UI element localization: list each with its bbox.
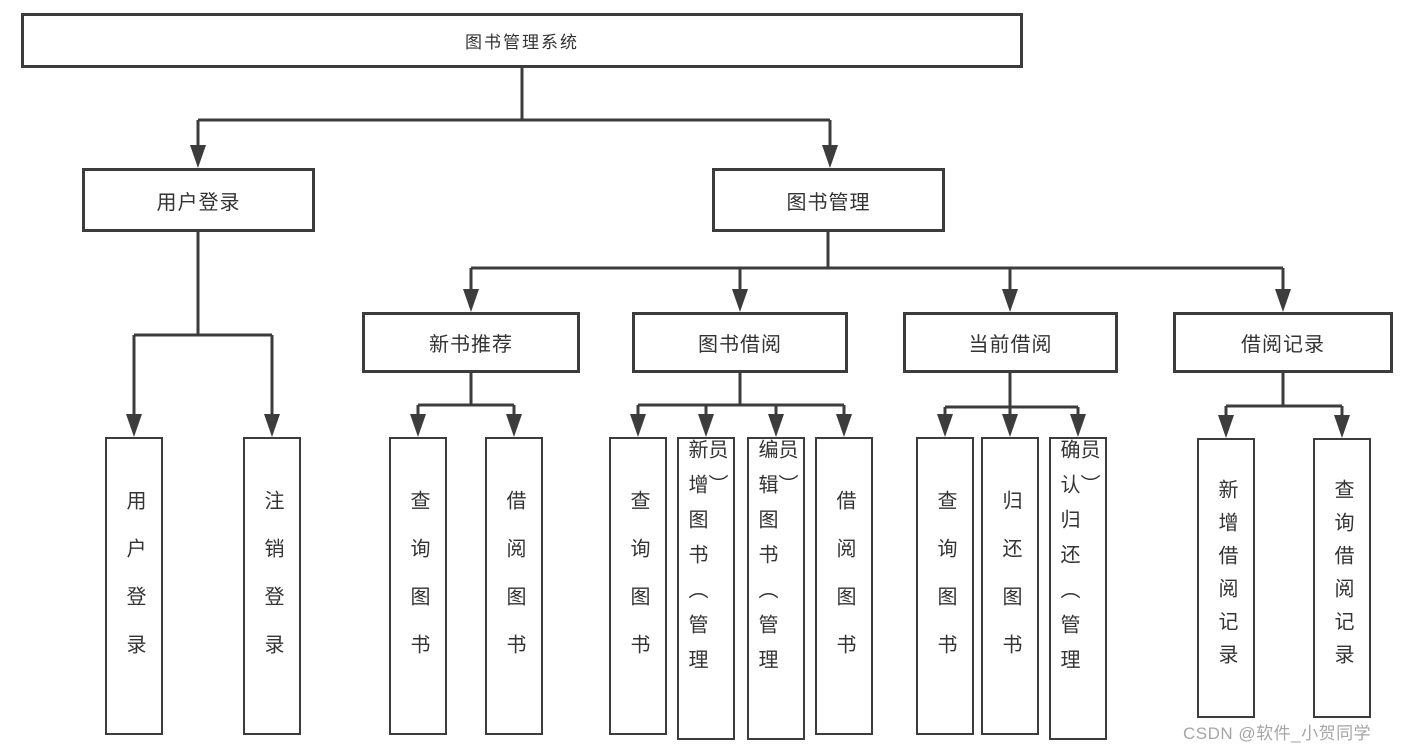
node-user-login-label: 用户登录	[156, 191, 241, 214]
leaf-borrow-books-1: 借阅图书	[485, 437, 543, 735]
leaf-return-books-label: 归还图书	[999, 490, 1021, 682]
node-user-login: 用户登录	[82, 168, 315, 232]
leaf-edit-books-admin: 编辑图书（管理员）	[747, 437, 805, 740]
node-current-borrowing: 当前借阅	[903, 312, 1118, 373]
leaf-query-borrow-record-label: 查询借阅记录	[1331, 479, 1353, 677]
connector-root-to-level1	[196, 68, 832, 164]
leaf-return-books: 归还图书	[981, 437, 1039, 735]
leaf-logout: 注销登录	[243, 437, 301, 735]
leaf-add-borrow-record-label: 新增借阅记录	[1215, 479, 1237, 677]
leaf-logout-label: 注销登录	[261, 490, 283, 682]
leaf-query-books-2-label: 查询图书	[627, 490, 649, 682]
node-book-borrowing-label: 图书借阅	[698, 334, 782, 356]
leaf-borrow-books-2-label: 借阅图书	[833, 490, 855, 682]
leaf-borrow-books-2: 借阅图书	[815, 437, 873, 735]
leaf-confirm-return-admin: 确认归还（管理员）	[1049, 437, 1107, 740]
leaf-query-books-1: 查询图书	[389, 437, 447, 735]
leaf-add-books-admin: 新增图书（管理员）	[677, 437, 735, 740]
leaf-borrow-books-1-label: 借阅图书	[503, 490, 525, 682]
node-current-borrowing-label: 当前借阅	[968, 334, 1053, 356]
connector-book-mgmt-to-level2	[469, 232, 1285, 308]
leaf-query-books-1-label: 查询图书	[407, 490, 429, 682]
node-root-system: 图书管理系统	[21, 13, 1023, 68]
leaf-user-login-label: 用户登录	[123, 490, 145, 682]
csdn-watermark: CSDN @软件_小贺同学	[1183, 724, 1372, 743]
leaf-confirm-return-admin-label: 确认归还（管理员）	[1057, 439, 1099, 684]
connector-new-book-group	[416, 373, 516, 433]
leaf-add-books-admin-label: 新增图书（管理员）	[685, 439, 727, 684]
connector-user-login-group	[132, 232, 274, 433]
node-borrowing-records: 借阅记录	[1173, 312, 1393, 373]
leaf-edit-books-admin-label: 编辑图书（管理员）	[755, 439, 797, 684]
node-new-book-recommend-label: 新书推荐	[429, 334, 513, 356]
leaf-query-books-3: 查询图书	[916, 437, 974, 735]
node-book-management-label: 图书管理	[786, 191, 871, 214]
leaf-query-borrow-record: 查询借阅记录	[1313, 438, 1371, 718]
connector-borrow-record-group	[1224, 373, 1344, 434]
connector-book-borrow-group	[636, 373, 846, 433]
leaf-user-login: 用户登录	[105, 437, 163, 735]
node-borrowing-records-label: 借阅记录	[1241, 334, 1325, 356]
node-book-management: 图书管理	[712, 168, 945, 232]
node-book-borrowing: 图书借阅	[632, 312, 848, 373]
node-new-book-recommend: 新书推荐	[362, 312, 580, 373]
leaf-add-borrow-record: 新增借阅记录	[1197, 438, 1255, 718]
connector-current-borrow-group	[943, 373, 1080, 433]
node-root-label: 图书管理系统	[465, 33, 579, 52]
leaf-query-books-2: 查询图书	[609, 437, 667, 735]
leaf-query-books-3-label: 查询图书	[934, 490, 956, 682]
